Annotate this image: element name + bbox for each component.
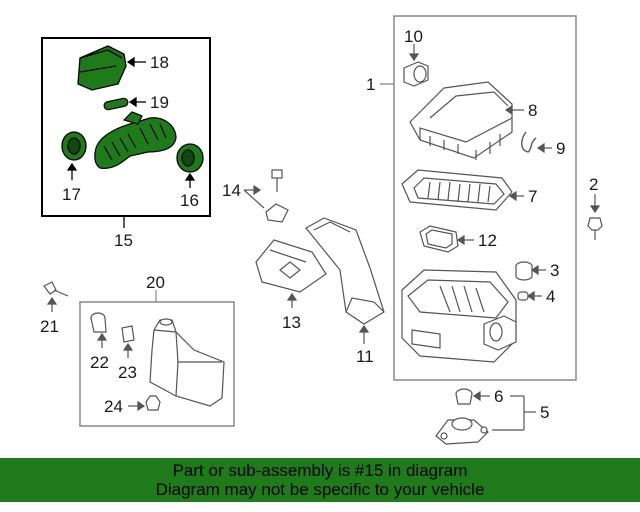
diagram-note-banner: Part or sub-assembly is #15 in diagram D… <box>0 458 640 502</box>
callout-13[interactable]: 13 <box>282 313 301 332</box>
part-4-grommet[interactable] <box>517 291 529 301</box>
callout-3[interactable]: 3 <box>550 261 559 280</box>
part-12-gasket[interactable] <box>419 225 459 253</box>
callout-1[interactable]: 1 <box>366 75 375 94</box>
callout-11[interactable]: 11 <box>356 347 374 366</box>
assembly-1-box[interactable] <box>393 15 577 381</box>
callout-17[interactable]: 17 <box>62 185 81 204</box>
part-14-screw[interactable] <box>243 169 289 223</box>
part-2-bolt[interactable] <box>587 194 603 240</box>
part-9-clip[interactable] <box>521 131 537 153</box>
callout-7[interactable]: 7 <box>528 187 537 206</box>
part-6-grommet[interactable] <box>455 388 473 405</box>
callout-20[interactable]: 20 <box>146 273 165 292</box>
part-3-bushing[interactable] <box>515 261 533 281</box>
callout-23[interactable]: 23 <box>118 363 137 382</box>
part-18-resonator[interactable] <box>77 45 127 91</box>
part-13-bracket[interactable] <box>255 239 327 308</box>
part-17-clamp-ring[interactable] <box>61 131 87 161</box>
part-21-bolt[interactable] <box>43 281 69 312</box>
callout-2[interactable]: 2 <box>589 175 598 194</box>
callout-5[interactable]: 5 <box>540 403 549 422</box>
callout-12[interactable]: 12 <box>478 231 497 250</box>
part-15-intake-hose[interactable] <box>94 111 177 169</box>
callout-10[interactable]: 10 <box>404 27 423 46</box>
parts-diagram: 1 2 3 4 5 6 7 8 9 10 11 12 13 14 15 16 1… <box>40 15 603 445</box>
part-8-upper-cover[interactable] <box>409 81 513 160</box>
part-1-lower-case[interactable] <box>401 269 517 363</box>
callout-6[interactable]: 6 <box>494 387 503 406</box>
callout-8[interactable]: 8 <box>528 101 537 120</box>
part-16-clamp-ring[interactable] <box>176 143 204 173</box>
part-10-sensor-seal[interactable] <box>403 61 429 87</box>
part-11-inlet-duct[interactable] <box>305 217 385 344</box>
callout-21[interactable]: 21 <box>40 317 59 336</box>
part-23-plug[interactable] <box>121 325 135 358</box>
callout-18[interactable]: 18 <box>150 53 169 72</box>
callout-16[interactable]: 16 <box>180 191 199 210</box>
part-24-clip[interactable] <box>128 395 161 412</box>
part-22-cap[interactable] <box>90 312 108 348</box>
assembly-20-box[interactable] <box>79 301 235 427</box>
part-5-mount-bracket[interactable] <box>435 417 489 445</box>
callout-labels: 1 2 3 4 5 6 7 8 9 10 11 12 13 14 15 16 1… <box>40 27 598 422</box>
callout-15[interactable]: 15 <box>114 231 133 250</box>
callout-4[interactable]: 4 <box>546 287 555 306</box>
parts-5-6-leaders <box>472 390 536 431</box>
callout-19[interactable]: 19 <box>150 93 169 112</box>
callout-22[interactable]: 22 <box>90 353 109 372</box>
part-7-air-filter[interactable] <box>401 169 513 211</box>
banner-line-2: Diagram may not be specific to your vehi… <box>155 480 485 499</box>
banner-line-1: Part or sub-assembly is #15 in diagram <box>172 461 468 480</box>
callout-24[interactable]: 24 <box>104 397 123 416</box>
part-19-clamp[interactable] <box>103 97 129 111</box>
assembly-15-leaders <box>66 56 196 228</box>
callout-9[interactable]: 9 <box>556 139 565 158</box>
callout-14[interactable]: 14 <box>222 181 241 200</box>
part-20-resonator[interactable] <box>149 318 225 407</box>
assembly-1-leaders <box>408 44 552 302</box>
